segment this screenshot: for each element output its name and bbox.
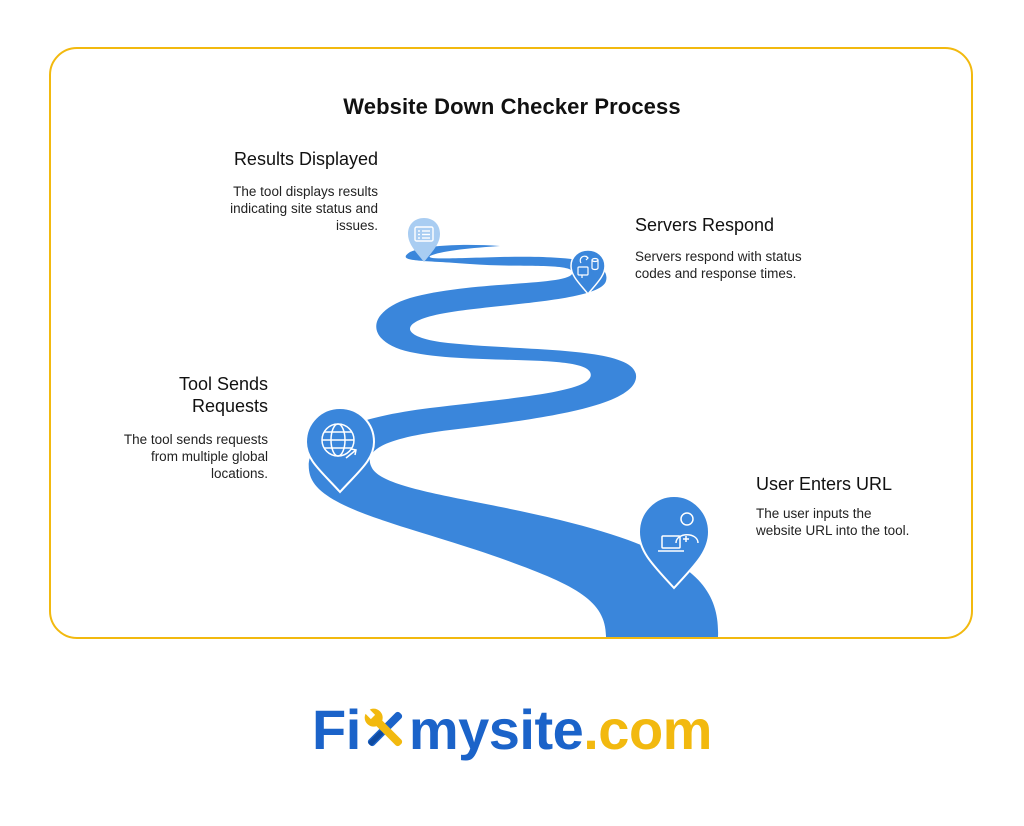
step-results-title: Results Displayed: [233, 149, 378, 169]
logo-text-fi: Fi: [312, 698, 361, 761]
step-tool-title-line: Requests: [191, 396, 268, 416]
step-servers-desc-line: codes and response times.: [635, 266, 797, 281]
step-user-title: User Enters URL: [756, 474, 893, 494]
road-shape: [308, 244, 719, 637]
step-tool-desc-line: from multiple global: [150, 449, 268, 464]
logo-text-com: .com: [583, 698, 712, 761]
step-servers-title: Servers Respond: [635, 215, 775, 235]
step-user-desc: The user inputs the website URL into the…: [756, 505, 956, 539]
step-tool-desc-line: The tool sends requests: [123, 432, 268, 447]
fixmysite-logo[interactable]: Fi mysite.com: [0, 690, 1024, 770]
user-laptop-icon: [658, 512, 699, 552]
pin-tool: [304, 406, 376, 494]
step-servers-desc: Servers respond with status codes and re…: [635, 248, 875, 282]
logo-text-mysite: mysite: [408, 698, 584, 761]
server-icon: [577, 255, 599, 278]
globe-icon: [321, 423, 357, 459]
step-tool-title-line: Tool Sends: [178, 374, 268, 394]
step-results-desc: The tool displays results indicating sit…: [178, 183, 378, 234]
pin-user: [637, 494, 711, 590]
step-servers-desc-line: Servers respond with status: [635, 249, 802, 264]
step-user-desc-line: website URL into the tool.: [756, 523, 910, 538]
step-results-desc-line: The tool displays results: [233, 184, 378, 199]
results-list-icon: [414, 226, 434, 242]
wrench-screwdriver-x-icon: [364, 708, 402, 747]
step-tool-desc-line: locations.: [210, 466, 268, 481]
step-user-desc-line: The user inputs the: [756, 506, 872, 521]
step-results-desc-line: indicating site status and: [230, 201, 378, 216]
step-results-desc-line: issues.: [335, 218, 378, 233]
pin-results: [408, 218, 440, 262]
step-tool-desc: The tool sends requests from multiple gl…: [88, 431, 268, 482]
diagram-title: Website Down Checker Process: [343, 94, 681, 119]
step-tool-title: Tool Sends Requests: [88, 373, 268, 417]
pin-servers: [570, 249, 606, 296]
